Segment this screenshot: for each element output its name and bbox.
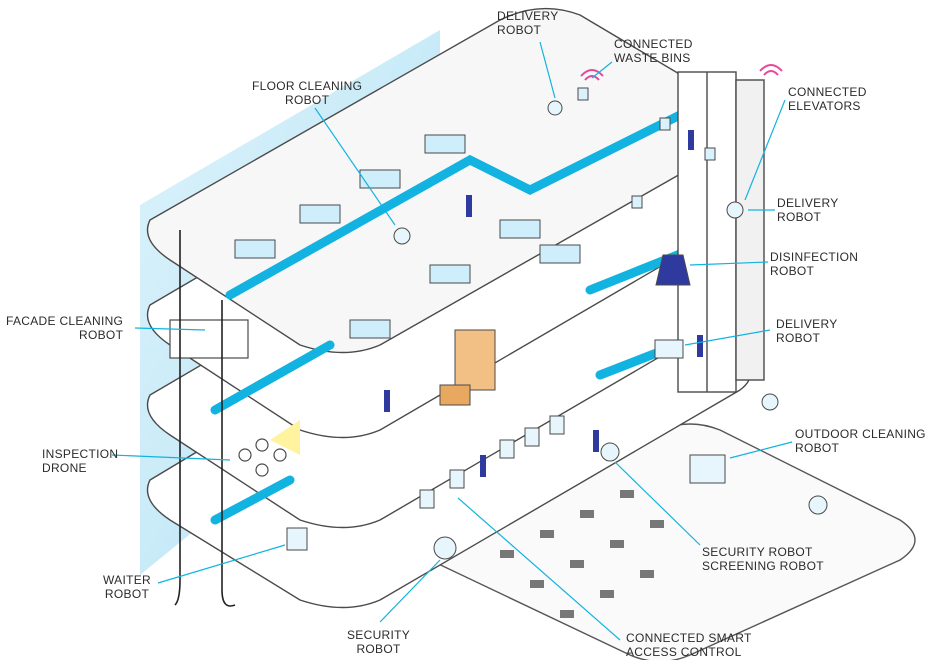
facade-cables [174, 230, 236, 607]
label-outdoor-cleaning-robot: OUTDOOR CLEANING ROBOT [795, 427, 926, 455]
label-waiter-robot: WAITER ROBOT [103, 573, 152, 601]
label-delivery-robot-mid: DELIVERY ROBOT [777, 196, 839, 224]
elevator-shaft [677, 71, 765, 393]
storage-shelves [439, 329, 496, 406]
label-floor-cleaning-robot: FLOOR CLEANING ROBOT [252, 79, 363, 107]
label-connected-waste-bins: CONNECTED WASTE BINS [614, 37, 693, 65]
person-icon [384, 130, 703, 477]
label-connected-elevators: CONNECTED ELEVATORS [788, 85, 867, 113]
label-facade-cleaning-robot: FACADE CLEANING ROBOT [6, 314, 124, 342]
label-delivery-robot-top: DELIVERY ROBOT [497, 9, 559, 37]
drone-icon [169, 319, 300, 477]
label-delivery-robot-low: DELIVERY ROBOT [776, 317, 838, 345]
leader-lines [111, 41, 793, 641]
robot-icon [286, 100, 828, 560]
label-inspection-drone: INSPECTION DRONE [42, 447, 119, 475]
label-security-screening-robot: SECURITY ROBOT SCREENING ROBOT [702, 545, 824, 573]
wifi-signal-icon [580, 64, 783, 81]
label-connected-smart-access-control: CONNECTED SMART ACCESS CONTROL [626, 631, 752, 659]
label-disinfection-robot: DISINFECTION ROBOT [770, 250, 859, 278]
label-security-robot: SECURITY ROBOT [347, 628, 411, 656]
gate-icon [419, 415, 565, 509]
hospital-bed-icon [234, 134, 581, 339]
waste-bin-icon [577, 87, 716, 209]
